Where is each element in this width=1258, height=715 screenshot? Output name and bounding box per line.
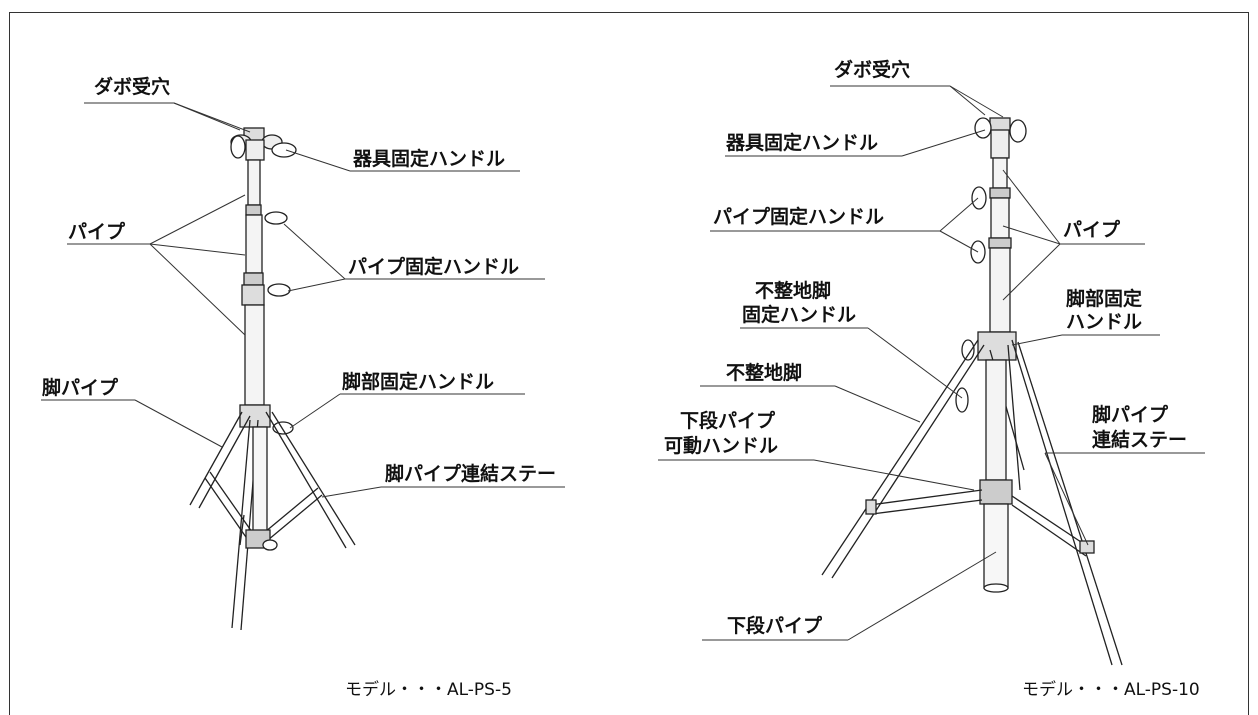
label-fixture-handle-left: 器具固定ハンドル (353, 148, 506, 170)
leader-lines (41, 85, 1205, 641)
label-uneven-leg: 不整地脚 (726, 362, 803, 384)
label-lower-pipe-handle-line1: 下段パイプ (680, 410, 776, 432)
right-stand-drawing (821, 117, 1123, 666)
model-label-right: モデル・・・AL-PS-10 (1022, 680, 1200, 700)
label-uneven-leg-handle-line2: 固定ハンドル (742, 304, 857, 326)
label-pipe-handle-left: パイプ固定ハンドル (348, 256, 520, 278)
label-uneven-leg-handle-line1: 不整地脚 (755, 280, 832, 302)
label-pipe-left: パイプ (68, 221, 126, 243)
label-leg-stay-line2: 連結ステー (1092, 429, 1188, 451)
label-pipe-handle-right: パイプ固定ハンドル (713, 206, 885, 228)
label-leg-pipe-left: 脚パイプ (42, 377, 119, 399)
label-leg-handle-line1: 脚部固定 (1066, 288, 1143, 310)
label-leg-handle-left: 脚部固定ハンドル (342, 371, 495, 393)
label-pipe-right: パイプ (1063, 219, 1121, 241)
label-leg-stay-left: 脚パイプ連結ステー (385, 463, 557, 485)
label-lower-pipe: 下段パイプ (727, 615, 823, 637)
left-stand-drawing (189, 127, 356, 631)
label-dowel-hole-left: ダボ受穴 (94, 76, 171, 98)
label-fixture-handle-right: 器具固定ハンドル (726, 132, 879, 154)
label-leg-stay-line1: 脚パイプ (1092, 404, 1169, 426)
label-lower-pipe-handle-line2: 可動ハンドル (664, 435, 779, 457)
model-label-left: モデル・・・AL-PS-5 (345, 680, 512, 700)
label-leg-handle-line2: ハンドル (1066, 311, 1143, 333)
label-dowel-hole-right: ダボ受穴 (834, 59, 911, 81)
diagram-frame (9, 12, 1249, 715)
